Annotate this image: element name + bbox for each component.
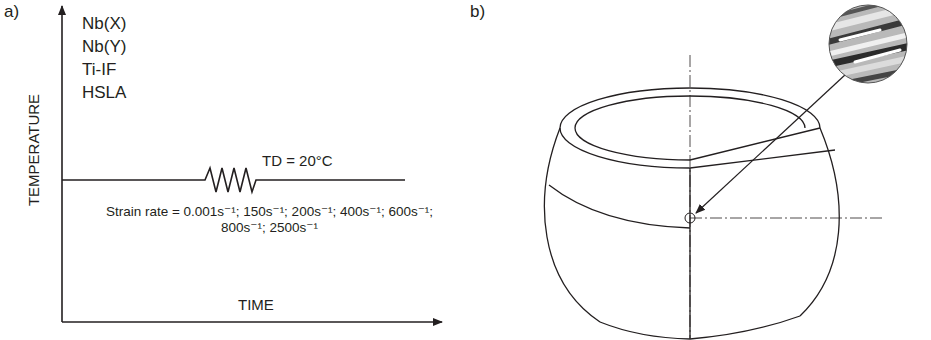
axis-title: TIME <box>238 296 274 314</box>
axis-title: TEMPERATURE <box>25 94 43 206</box>
micrograph <box>820 0 920 96</box>
axis-lines <box>690 55 885 338</box>
temperature-label: TD = 20°C <box>262 152 333 170</box>
material-name: HSLA <box>82 83 126 103</box>
material-name: Ti-IF <box>82 60 116 80</box>
specimen-drawing <box>545 88 840 339</box>
panel-letter: a) <box>4 2 19 22</box>
leader-arrow <box>696 74 846 213</box>
location-circle <box>685 213 695 223</box>
material-name: Nb(Y) <box>82 37 126 57</box>
material-name: Nb(X) <box>82 14 126 34</box>
strain-rate-note: Strain rate = 0.001s⁻¹; 150s⁻¹; 200s⁻¹; … <box>92 204 447 236</box>
temperature-path <box>62 168 405 192</box>
panel-letter: b) <box>470 2 485 22</box>
axes <box>62 6 442 322</box>
